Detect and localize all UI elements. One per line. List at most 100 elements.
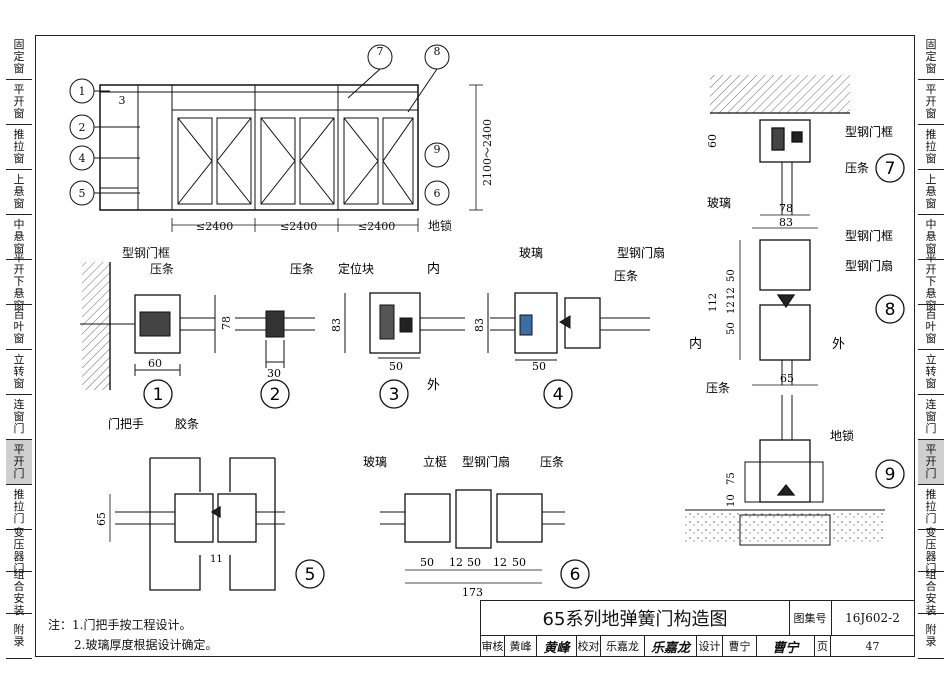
detail-num-1: 1	[153, 385, 164, 405]
detail-8	[739, 239, 818, 386]
sidebar-tab-label: 平开窗	[13, 83, 25, 120]
d7-dim-83: 83	[779, 216, 793, 229]
d2-label-strip: 压条	[290, 262, 314, 276]
callout-6: 6	[434, 187, 441, 200]
d6-dim-173: 173	[462, 586, 483, 599]
d1-dim-78: 78	[220, 316, 233, 330]
sidebar-tab-4[interactable]: 中悬窗	[918, 215, 944, 260]
sidebar-tab-12[interactable]: 组合安装	[6, 567, 32, 617]
sidebar-tab-label: 变压器门	[13, 525, 25, 575]
sidebar-tab-label: 固定窗	[13, 38, 25, 75]
sidebar-tab-3[interactable]: 上悬窗	[6, 170, 32, 215]
sidebar-tab-label: 推拉门	[13, 488, 25, 525]
sidebar-tab-0[interactable]: 固定窗	[918, 35, 944, 80]
sidebar-tab-8[interactable]: 连窗门	[918, 395, 944, 440]
detail-num-2: 2	[270, 385, 281, 405]
check-label: 校对	[577, 635, 601, 657]
d4-label-strip: 压条	[614, 269, 638, 283]
callout-1: 1	[79, 85, 86, 98]
d3-dim-83: 83	[330, 318, 343, 332]
detail-1	[80, 262, 216, 390]
detail-3	[344, 292, 465, 359]
d9-label-strip: 压条	[706, 381, 730, 395]
d4-dim-83: 83	[473, 318, 486, 332]
detail-num-3: 3	[389, 385, 400, 405]
d7-label-glass: 玻璃	[707, 196, 731, 210]
sidebar-tab-9[interactable]: 平开门	[918, 440, 944, 485]
d5-label-handle: 门把手	[108, 416, 144, 431]
reviewer-signature: 黄峰	[537, 635, 577, 657]
sidebar-tab-11[interactable]: 变压器门	[918, 526, 944, 574]
sidebar-tab-9[interactable]: 平开门	[6, 440, 32, 485]
d5-dim-65: 65	[95, 512, 108, 526]
detail-num-7: 7	[885, 159, 896, 179]
checker-name: 乐嘉龙	[601, 635, 645, 657]
sidebar-tab-2[interactable]: 推拉窗	[918, 125, 944, 170]
designer-signature: 曹宁	[757, 635, 815, 657]
d6-dim-12b: 12	[493, 556, 507, 569]
detail-9	[685, 395, 885, 546]
detail-num-8: 8	[885, 300, 896, 320]
d7-label-frame: 型钢门框	[845, 124, 893, 139]
d3-in: 内	[427, 261, 440, 277]
sidebar-tab-5[interactable]: 平开下悬窗	[918, 252, 944, 312]
d8-out: 外	[832, 337, 845, 352]
sidebar-tab-1[interactable]: 平开窗	[6, 80, 32, 125]
sidebar-tab-12[interactable]: 组合安装	[918, 567, 944, 617]
sidebar-tab-label: 连窗门	[925, 398, 937, 435]
notes: 注：1.门把手按工程设计。 2.玻璃厚度根据设计确定。	[48, 615, 217, 655]
detail-5	[109, 457, 285, 591]
note-1: 注：1.门把手按工程设计。	[48, 618, 192, 632]
sidebar-tab-label: 百叶窗	[925, 308, 937, 345]
sidebar-tab-label: 组合安装	[925, 567, 937, 617]
d8-label-sash: 型钢门扇	[845, 258, 893, 273]
d3-out: 外	[427, 378, 440, 393]
sidebar-tab-13[interactable]: 附录	[918, 614, 944, 659]
sidebar-tab-0[interactable]: 固定窗	[6, 35, 32, 80]
atlas-label: 图集号	[789, 601, 832, 636]
sidebar-tab-1[interactable]: 平开窗	[918, 80, 944, 125]
d3-dim-50: 50	[389, 360, 403, 373]
dim-w1: ≤2400	[196, 220, 233, 233]
callout-2: 2	[79, 121, 86, 134]
page-number: 47	[865, 639, 880, 653]
sidebar-tab-8[interactable]: 连窗门	[6, 395, 32, 440]
review-label: 审核	[481, 635, 505, 657]
sidebar-tab-7[interactable]: 立转窗	[918, 350, 944, 395]
d6-label-glass: 玻璃	[363, 455, 387, 469]
d4-dim-50: 50	[532, 360, 546, 373]
note-2: 2.玻璃厚度根据设计确定。	[74, 638, 218, 652]
d1-dim-60: 60	[148, 357, 162, 370]
sidebar-tab-10[interactable]: 推拉门	[918, 485, 944, 530]
sidebar-tab-label: 上悬窗	[925, 173, 937, 210]
callout-8: 8	[434, 45, 441, 58]
d6-label-sash: 型钢门扇	[462, 454, 510, 469]
detail-num-5: 5	[305, 565, 316, 585]
sidebar-tab-label: 固定窗	[925, 38, 937, 75]
d8-dim-50b: 50	[726, 322, 737, 335]
sidebar-tab-6[interactable]: 百叶窗	[6, 305, 32, 350]
sidebar-tab-6[interactable]: 百叶窗	[918, 305, 944, 350]
sidebar-tab-10[interactable]: 推拉门	[6, 485, 32, 530]
sidebar-tab-2[interactable]: 推拉窗	[6, 125, 32, 170]
sidebar-tab-label: 中悬窗	[925, 218, 937, 255]
sidebar-tab-13[interactable]: 附录	[6, 614, 32, 659]
sidebar-tab-label: 立转窗	[13, 353, 25, 390]
sidebar-left: 固定窗平开窗推拉窗上悬窗中悬窗平开下悬窗百叶窗立转窗连窗门平开门推拉门变压器门组…	[6, 35, 32, 659]
sidebar-tab-3[interactable]: 上悬窗	[918, 170, 944, 215]
sidebar-tab-5[interactable]: 平开下悬窗	[6, 252, 32, 312]
sidebar-tab-7[interactable]: 立转窗	[6, 350, 32, 395]
sidebar-tab-11[interactable]: 变压器门	[6, 525, 32, 575]
sidebar-tab-label: 组合安装	[13, 567, 25, 617]
detail-6	[380, 489, 565, 584]
d4-label-sash: 型钢门扇	[617, 245, 665, 260]
sidebar-tab-label: 推拉门	[925, 488, 937, 525]
detail-7	[710, 75, 850, 229]
sidebar-tab-4[interactable]: 中悬窗	[6, 215, 32, 260]
sidebar-tab-label: 连窗门	[13, 398, 25, 435]
callout-3: 3	[119, 94, 126, 107]
sidebar-tab-label: 平开下悬窗	[925, 251, 937, 312]
detail-num-6: 6	[570, 565, 581, 585]
d9-label-lock: 地锁	[830, 428, 854, 443]
